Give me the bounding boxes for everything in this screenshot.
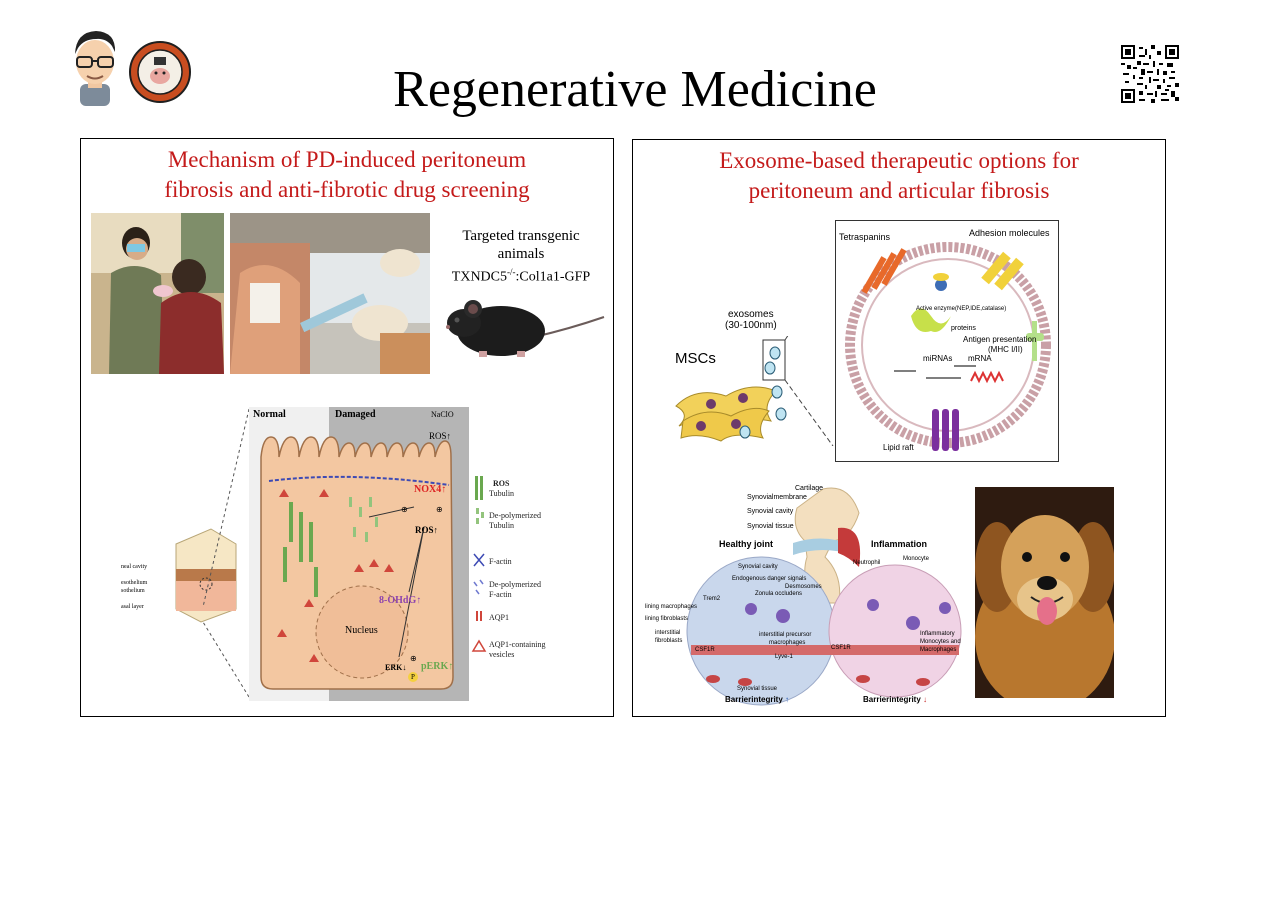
legend-ros-label: ROS bbox=[493, 479, 510, 488]
genotype-prefix: TXNDC5 bbox=[451, 269, 508, 285]
desmosomes-label: Desmosomes bbox=[785, 584, 822, 590]
interstitial-fibroblasts-label-2: fibroblasts bbox=[655, 638, 683, 644]
zoom-lines bbox=[202, 408, 250, 698]
precursor-label-2: macrophages bbox=[769, 640, 806, 646]
plus-1: ⊕ bbox=[401, 505, 408, 514]
legend-tubulin-label: Tubulin bbox=[489, 489, 515, 498]
csf1r-right-label: CSF1R bbox=[831, 645, 851, 651]
antigen-label-line2: (MHC I/II) bbox=[988, 345, 1023, 354]
csf1r-label: CSF1R bbox=[695, 647, 715, 653]
naclo-label: NaClO bbox=[431, 410, 454, 419]
legend-depolymerized-tubulin-label: De-polymerized bbox=[489, 511, 541, 520]
ohdg-label: 8-OHdG↑ bbox=[379, 595, 422, 606]
adhesion-label: Adhesion molecules bbox=[969, 228, 1050, 238]
inflammatory-label-2: Monocytes and bbox=[920, 639, 961, 645]
genotype-suffix: :Col1a1-GFP bbox=[515, 269, 591, 285]
transgenic-label-line1: Targeted transgenic bbox=[462, 228, 580, 244]
genotype-superscript: -/- bbox=[507, 267, 516, 277]
lab-photo-1 bbox=[91, 213, 224, 374]
erk-label: ERK↓ bbox=[385, 663, 407, 672]
p-label: P bbox=[408, 672, 418, 682]
danger-signals-label: Endogenous danger signals bbox=[732, 576, 807, 582]
perk-label: pERK↑ bbox=[421, 661, 454, 672]
joint-diagram bbox=[633, 483, 971, 715]
exosomes-label-line2: (30-100nm) bbox=[725, 320, 777, 331]
lining-fibroblasts-label: lining fibroblasts bbox=[645, 616, 689, 622]
healthy-joint-label: Healthy joint bbox=[719, 539, 774, 549]
lining-macrophages-label: lining macrophages bbox=[645, 604, 698, 610]
cartilage-label: Cartilage bbox=[795, 485, 824, 492]
msc-label: MSCs bbox=[675, 350, 716, 367]
cavity-inner-label: Synovial cavity bbox=[738, 564, 778, 570]
mirnas-label: miRNAs bbox=[923, 354, 953, 363]
legend: ROS Tubulin De-polymerized Tubulin F-act… bbox=[471, 474, 601, 674]
plus-2: ⊕ bbox=[436, 505, 443, 514]
mouse-icon bbox=[439, 289, 609, 361]
synovial-tissue-inner-label: Synovial tissue bbox=[737, 686, 778, 692]
synovial-cavity-label: Synovial cavity bbox=[747, 508, 794, 515]
qr-code-icon[interactable] bbox=[1121, 45, 1179, 103]
mrna-label: mRNA bbox=[968, 354, 992, 363]
lipid-raft-label: Lipid raft bbox=[883, 443, 914, 452]
left-panel: Mechanism of PD-induced peritoneum fibro… bbox=[80, 138, 614, 717]
barrier-left-label: Barrierintegrity ↑ bbox=[725, 695, 789, 704]
tissue-label-basal: asal layer bbox=[121, 604, 144, 610]
enzyme-label: Active enzyme(NEP,IDE,catalase) bbox=[916, 306, 1007, 312]
barrier-down-arrow: ↓ bbox=[923, 695, 928, 704]
legend-aqp1-vesicles-sub: vesicles bbox=[489, 650, 515, 659]
nucleus-label: Nucleus bbox=[345, 625, 378, 636]
neutrophil-label: Neutrophil bbox=[853, 560, 881, 566]
left-panel-heading-line2: fibrosis and anti-fibrotic drug screenin… bbox=[164, 177, 530, 202]
barrier-left-text: Barrierintegrity bbox=[725, 695, 783, 704]
monocyte-label: Monocyte bbox=[903, 556, 930, 562]
damaged-label: Damaged bbox=[335, 409, 376, 420]
dog-photo bbox=[975, 487, 1114, 698]
normal-label: Normal bbox=[253, 409, 286, 420]
right-panel-heading-line2: peritoneum and articular fibrosis bbox=[748, 178, 1050, 203]
legend-factin-label: F-actin bbox=[489, 557, 512, 566]
barrier-right-text: Barrierintegrity bbox=[863, 695, 921, 704]
tissue-label-mesothelium: esothelium bbox=[121, 580, 148, 586]
transgenic-label-line2: animals bbox=[497, 246, 545, 262]
zonula-label: Zonula occludens bbox=[755, 591, 803, 597]
lab-photo-2 bbox=[230, 213, 430, 374]
synovial-membrane-label: Synovialmembrane bbox=[747, 494, 807, 501]
cell-diagram bbox=[249, 407, 469, 701]
ros-top-label: ROS↑ bbox=[429, 431, 452, 441]
precursor-label-1: interstitial precursor bbox=[759, 632, 812, 638]
lyve1-label: Lyve-1 bbox=[775, 654, 793, 660]
right-panel: Exosome-based therapeutic options for pe… bbox=[632, 139, 1166, 717]
interstitial-fibroblasts-label-1: interstitial bbox=[655, 630, 681, 636]
antigen-label-line1: Antigen presentation bbox=[963, 335, 1037, 344]
proteins-label: proteins bbox=[951, 325, 976, 332]
trem2-label: Trem2 bbox=[703, 596, 721, 602]
legend-depolymerized-factin-sub: F-actin bbox=[489, 590, 512, 599]
legend-depolymerized-factin-label: De-polymerized bbox=[489, 580, 541, 589]
barrier-right-label: Barrierintegrity ↓ bbox=[863, 695, 927, 704]
legend-aqp1-vesicles-label: AQP1-containing bbox=[489, 640, 546, 649]
page-title: Regenerative Medicine bbox=[393, 61, 877, 118]
exosome-detail-box bbox=[835, 220, 1059, 462]
left-panel-heading-line1: Mechanism of PD-induced peritoneum bbox=[167, 147, 527, 172]
genotype-label: TXNDC5-/-:Col1a1-GFP bbox=[436, 263, 606, 287]
synovial-tissue-label: Synovial tissue bbox=[747, 523, 794, 530]
inflammation-label: Inflammation bbox=[871, 539, 928, 549]
tissue-label-cavity: neal cavity bbox=[121, 564, 148, 570]
barrier-up-arrow: ↑ bbox=[785, 695, 790, 704]
exosomes-label-line1: exosomes bbox=[728, 309, 774, 320]
ros-mid-label: ROS↑ bbox=[415, 525, 439, 535]
lab-logo-icon bbox=[128, 40, 192, 104]
tetraspanins-label: Tetraspanins bbox=[839, 232, 891, 242]
legend-depolymerized-tubulin-sub: Tubulin bbox=[489, 521, 515, 530]
legend-aqp1-label: AQP1 bbox=[489, 613, 510, 622]
tissue-label-submesothelium: sothelium bbox=[121, 588, 145, 594]
nox4-label: NOX4↑ bbox=[414, 484, 447, 495]
tissue-block-diagram bbox=[171, 524, 241, 624]
exosome-particles bbox=[733, 265, 843, 447]
avatar bbox=[66, 26, 124, 106]
inflammatory-label-3: Macrophages bbox=[920, 647, 957, 653]
plus-3: ⊕ bbox=[410, 654, 417, 663]
right-panel-heading-line1: Exosome-based therapeutic options for bbox=[719, 148, 1079, 173]
inflammatory-label-1: Inflammatory bbox=[920, 631, 955, 637]
